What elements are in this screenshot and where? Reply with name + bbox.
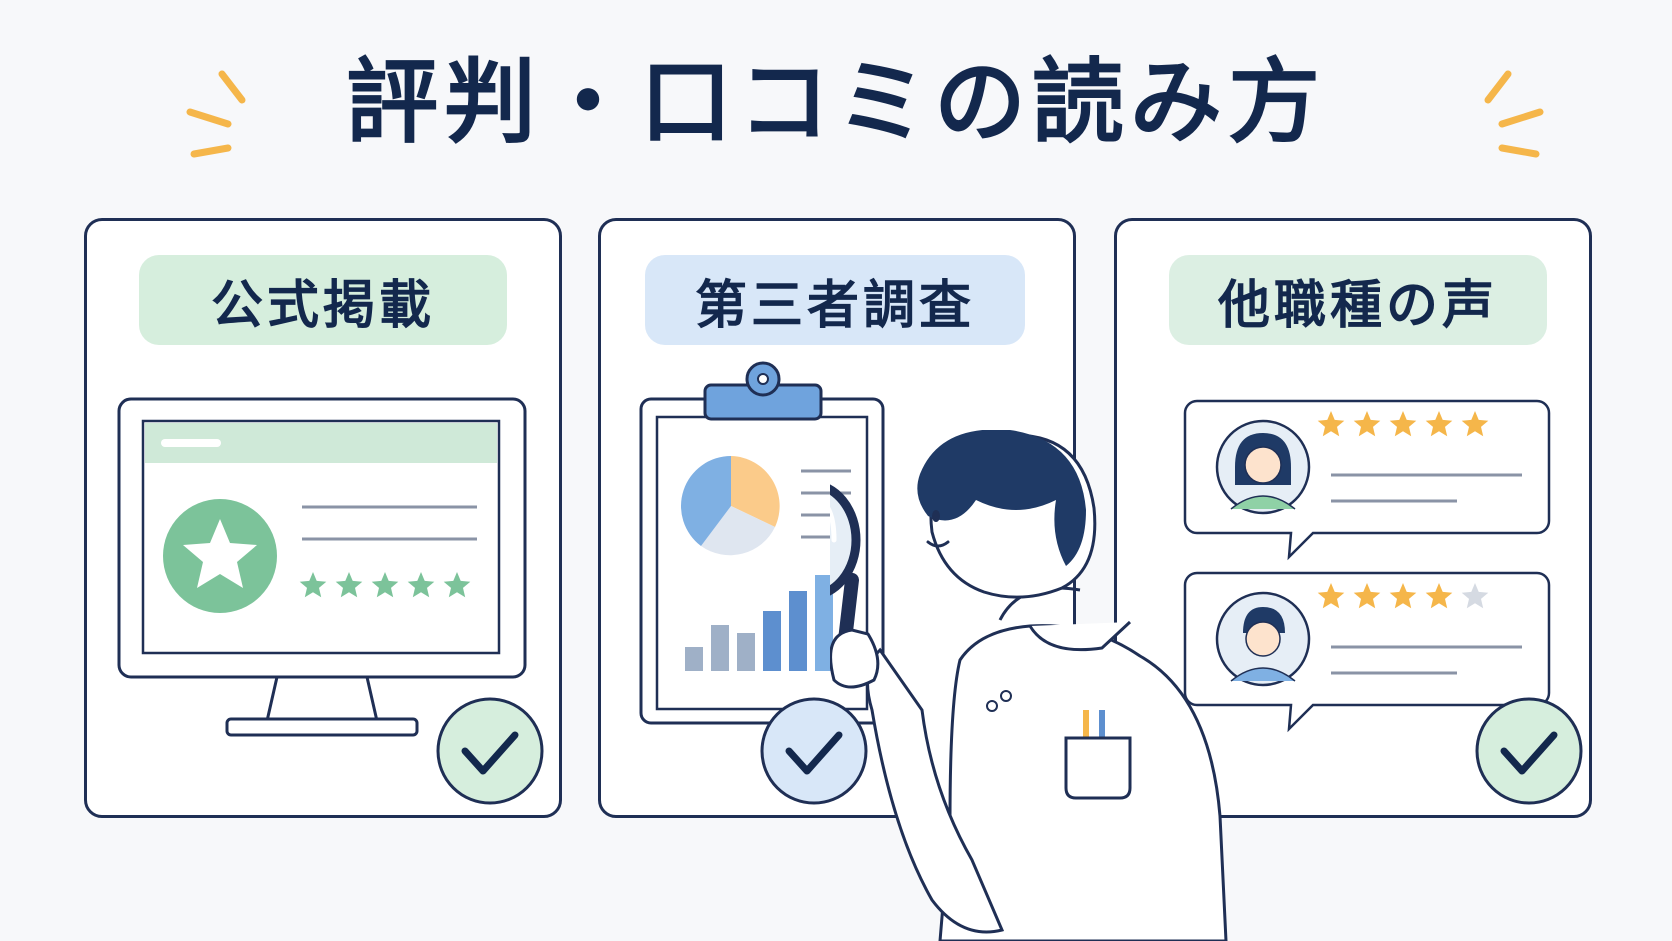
rating-stars xyxy=(1317,583,1489,609)
star-icon xyxy=(1425,583,1453,609)
check-icon xyxy=(1475,697,1583,805)
page-title: 評判・口コミの読み方 xyxy=(345,49,1326,156)
right-burst-icon xyxy=(1484,70,1544,158)
check-icon xyxy=(760,697,868,805)
check-icon xyxy=(436,697,544,805)
card-other-professions: 他職種の声 xyxy=(1114,218,1592,818)
left-burst-icon xyxy=(186,70,246,158)
rating-stars xyxy=(299,572,471,598)
review-bubble xyxy=(1183,571,1551,733)
star-icon xyxy=(1353,411,1381,437)
star-icon xyxy=(1425,411,1453,437)
monitor-icon xyxy=(117,397,544,805)
star-icon xyxy=(299,572,327,598)
star-icon xyxy=(443,572,471,598)
star-icon xyxy=(1389,583,1417,609)
avatar-icon xyxy=(1215,591,1311,687)
avatar-icon xyxy=(1215,419,1311,515)
bar-chart-icon xyxy=(685,575,833,671)
card-official: 公式掲載 xyxy=(84,218,562,818)
star-icon xyxy=(1461,411,1489,437)
card-label-third-party: 第三者調査 xyxy=(645,255,1025,345)
star-icon xyxy=(335,572,363,598)
star-icon xyxy=(407,572,435,598)
star-badge-icon xyxy=(163,499,277,613)
star-icon xyxy=(1389,411,1417,437)
star-icon xyxy=(1353,583,1381,609)
rating-stars xyxy=(1317,411,1489,437)
pie-chart-icon xyxy=(681,456,780,556)
review-bubble xyxy=(1183,399,1551,561)
person-illustration xyxy=(830,430,1228,941)
star-icon xyxy=(1461,583,1489,609)
star-icon xyxy=(1317,411,1345,437)
star-icon xyxy=(1317,583,1345,609)
card-label-official: 公式掲載 xyxy=(139,255,507,345)
card-label-other-professions: 他職種の声 xyxy=(1169,255,1547,345)
star-icon xyxy=(371,572,399,598)
